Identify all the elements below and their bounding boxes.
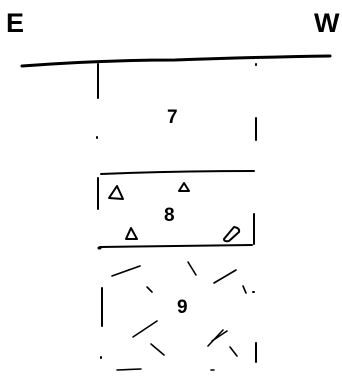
layer-8-bottom-boundary (100, 245, 252, 247)
dash-9 (151, 344, 164, 355)
dash-6 (133, 321, 157, 337)
layer-7-label: 7 (167, 108, 178, 127)
clast-lozenge (224, 227, 239, 241)
clast-triangle-3 (126, 228, 137, 239)
dash-4 (147, 287, 152, 292)
dash-11 (117, 369, 141, 370)
dash-3 (214, 270, 236, 283)
dash-5 (243, 286, 246, 293)
dash-1 (112, 266, 140, 276)
layer-9-label: 9 (177, 298, 188, 317)
layer-7-8-boundary (101, 171, 254, 174)
ground-surface-line (22, 56, 330, 66)
dash-10 (230, 347, 237, 356)
clast-triangle-1 (109, 186, 123, 199)
dash-2 (188, 262, 196, 275)
clast-triangle-2 (179, 183, 189, 191)
layer-8-label: 8 (164, 206, 175, 225)
layer-7-box (97, 64, 256, 140)
layer-8-box (98, 178, 254, 248)
dash-8 (208, 330, 223, 346)
